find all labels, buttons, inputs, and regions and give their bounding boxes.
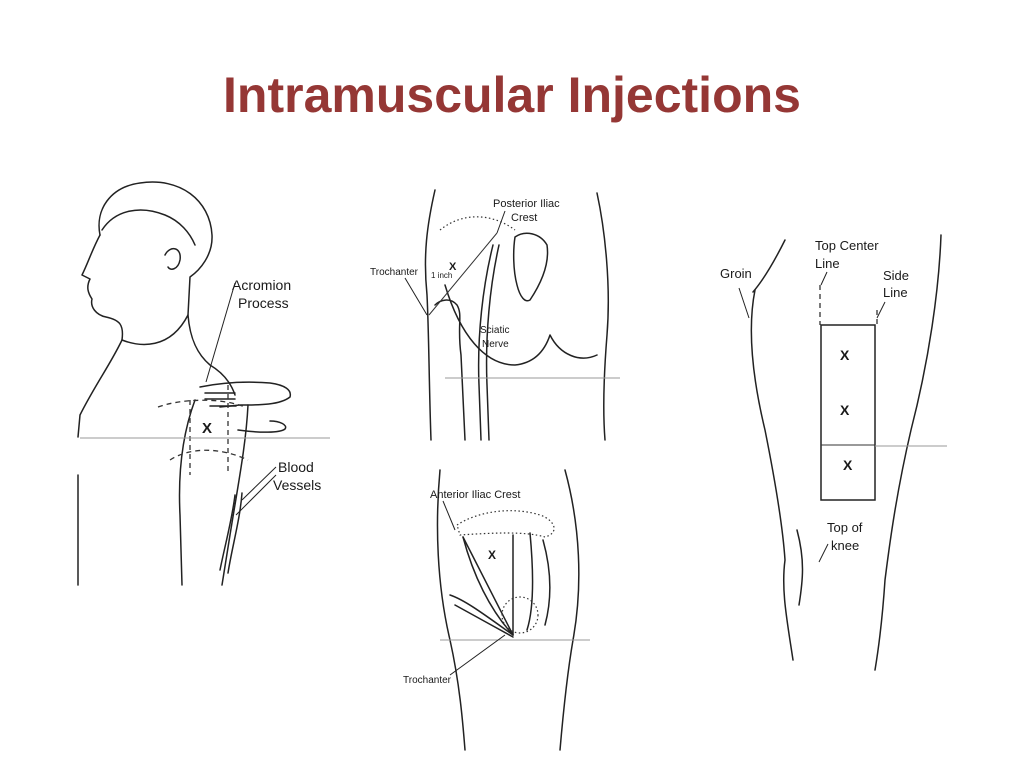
acromion-label-2: Process bbox=[238, 295, 289, 311]
sciatic-label-1: Sciatic bbox=[480, 325, 509, 336]
vg-hand bbox=[462, 532, 551, 636]
inch-label: 1 inch bbox=[431, 271, 452, 280]
vastus-figure: Groin Top Center Line Side Line X X X To… bbox=[715, 230, 955, 680]
vg-thumb-2 bbox=[454, 604, 514, 638]
acromion-label-1: Acromion bbox=[232, 277, 291, 293]
slide-title: Intramuscular Injections bbox=[223, 67, 801, 123]
vl-leg-inner bbox=[874, 234, 942, 671]
vastus-mark-3: X bbox=[843, 457, 853, 473]
arm-outline bbox=[178, 399, 196, 586]
sciatic-nerve bbox=[477, 244, 494, 441]
top-center-label-2: Line bbox=[815, 256, 840, 271]
vastus-mark-2: X bbox=[840, 402, 850, 418]
iliac-label-1: Posterior Iliac bbox=[493, 198, 560, 210]
ear bbox=[164, 248, 181, 270]
sacrum bbox=[512, 232, 549, 302]
head-outline bbox=[98, 181, 213, 316]
groin-label: Groin bbox=[720, 266, 752, 281]
blood-vessel-2 bbox=[227, 492, 243, 574]
vl-knee bbox=[796, 529, 804, 606]
back-line bbox=[77, 339, 123, 438]
top-of-knee-label-1: Top of bbox=[827, 520, 863, 535]
vg-body-right bbox=[559, 469, 580, 751]
buttock-curve bbox=[444, 284, 598, 366]
sciatic-label-2: Nerve bbox=[482, 339, 509, 350]
sciatic-nerve-2 bbox=[485, 244, 500, 441]
femur bbox=[434, 299, 466, 441]
iliac-crest bbox=[439, 216, 516, 231]
vl-leg-outer bbox=[750, 289, 794, 661]
side-line-label-1: Side bbox=[883, 268, 909, 283]
hand bbox=[199, 381, 292, 433]
deltoid-site-mark: X bbox=[202, 420, 212, 437]
blood-vessels-label-2: Vessels bbox=[273, 477, 321, 493]
zone-bottom bbox=[169, 449, 249, 461]
anterior-crest-label: Anterior Iliac Crest bbox=[430, 489, 520, 501]
arm-outline-2 bbox=[221, 404, 249, 586]
fingers bbox=[204, 392, 237, 407]
vastus-mark-1: X bbox=[840, 347, 850, 363]
vg-body-left bbox=[436, 469, 466, 751]
top-of-knee-label-2: knee bbox=[831, 538, 859, 553]
hair bbox=[101, 209, 196, 246]
side-line-label-2: Line bbox=[883, 285, 908, 300]
iliac-label-2: Crest bbox=[511, 212, 537, 224]
hip-right bbox=[596, 192, 609, 441]
vg-trochanter-label: Trochanter bbox=[403, 675, 452, 686]
ventrogluteal-site-mark: X bbox=[488, 548, 496, 562]
vl-groin-curve bbox=[752, 239, 786, 293]
vg-thumb bbox=[449, 594, 514, 636]
hip-left bbox=[424, 189, 436, 441]
trochanter-label: Trochanter bbox=[370, 267, 419, 278]
top-center-label-1: Top Center bbox=[815, 238, 879, 253]
injection-zone bbox=[820, 324, 876, 501]
dorsogluteal-figure: Posterior Iliac Crest Trochanter 1 inch … bbox=[365, 185, 630, 445]
vg-crest bbox=[456, 510, 555, 538]
face bbox=[81, 234, 124, 341]
ventrogluteal-figure: Anterior Iliac Crest X Trochanter bbox=[395, 465, 595, 755]
blood-vessels-label-1: Blood bbox=[278, 459, 314, 475]
shoulder-line bbox=[121, 314, 236, 396]
deltoid-figure: Acromion Process X Blood Vessels bbox=[70, 175, 340, 595]
dorsogluteal-site-mark: X bbox=[449, 261, 457, 273]
blood-vessel-1 bbox=[219, 494, 236, 571]
